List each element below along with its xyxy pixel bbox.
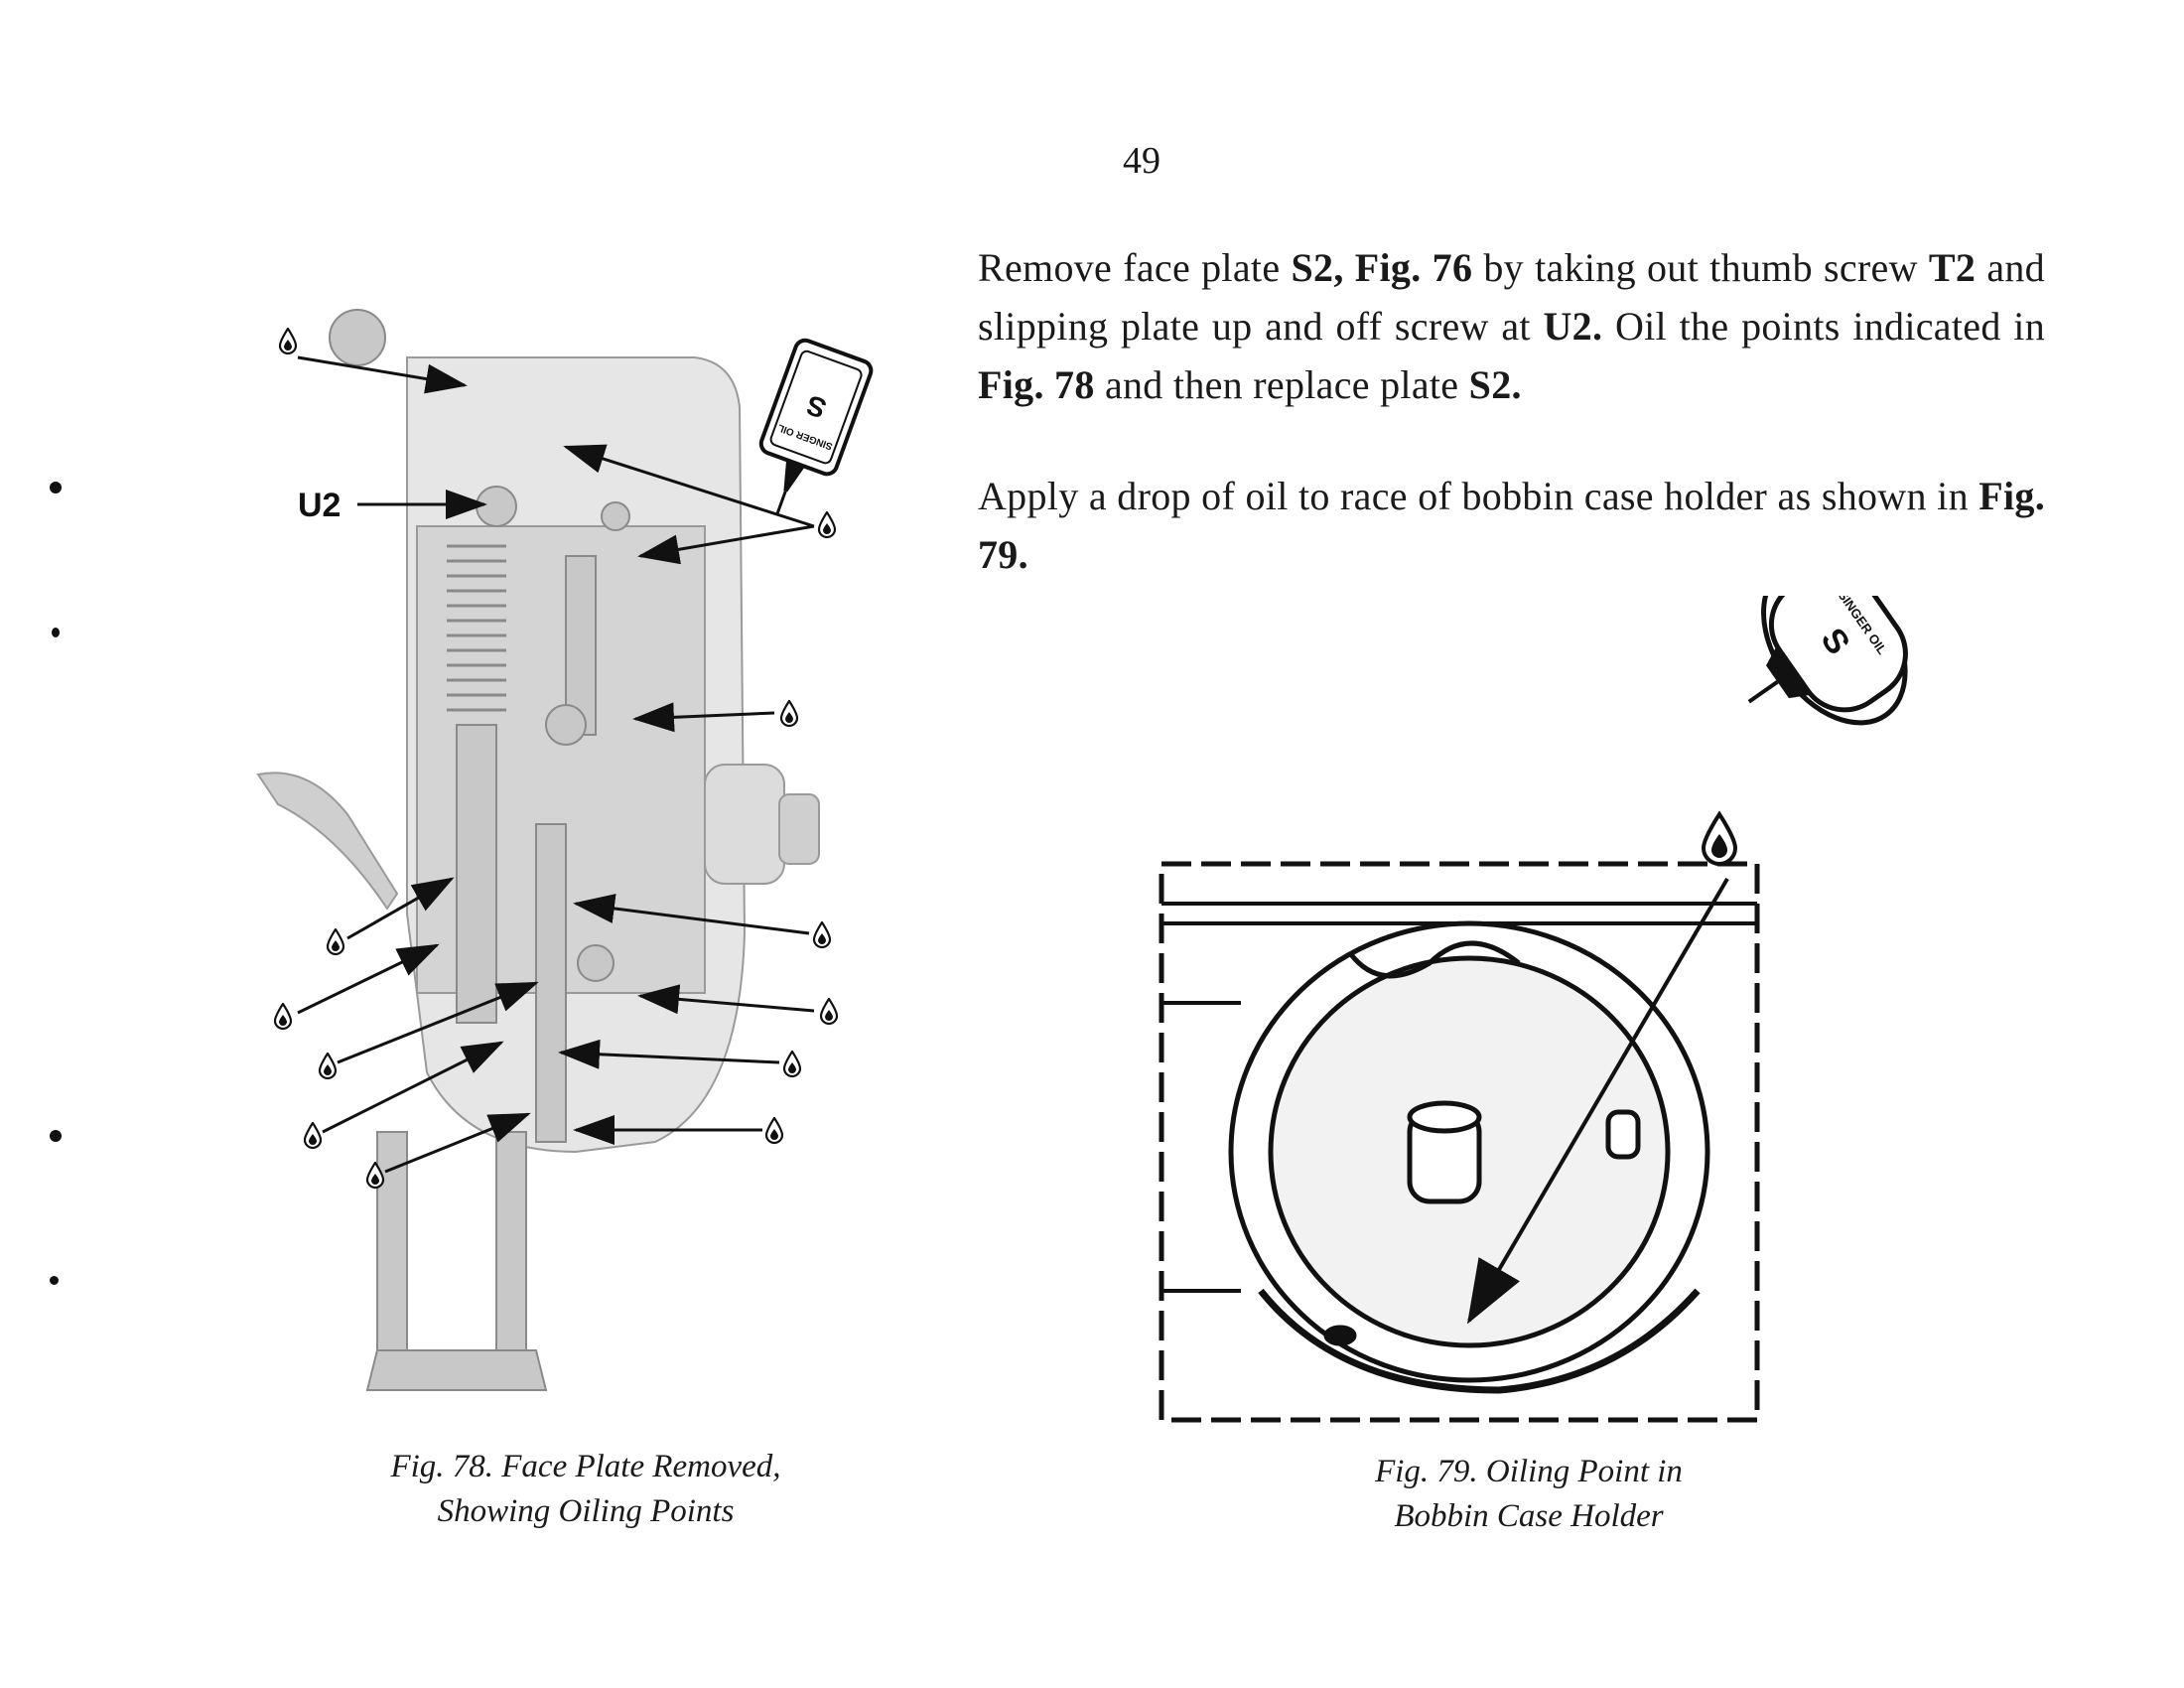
scan-mark xyxy=(52,628,60,637)
caption-line: Fig. 79. Oiling Point in xyxy=(1375,1454,1683,1489)
instruction-paragraph-2: Apply a drop of oil to race of bobbin ca… xyxy=(978,467,2045,584)
bold-reference: T2 xyxy=(1928,245,1977,290)
callout-label-u2: U2 xyxy=(298,487,341,524)
bobbin-case-holder xyxy=(1228,920,1710,1394)
figure-78-caption: Fig. 78. Face Plate Removed, Showing Oil… xyxy=(308,1445,864,1534)
arrow-icon xyxy=(346,877,455,940)
arrow-icon xyxy=(384,1112,531,1174)
figure-79-caption: Fig. 79. Oiling Point in Bobbin Case Hol… xyxy=(1271,1450,1787,1539)
bold-reference: S2, Fig. 76 xyxy=(1291,245,1473,290)
arrow-icon xyxy=(637,984,815,1015)
scan-mark xyxy=(50,1276,59,1285)
scan-mark xyxy=(50,482,62,493)
bold-reference: Fig. 79. xyxy=(978,474,2045,577)
text-run: Oil the points indicated in xyxy=(1602,304,2045,349)
caption-line: Showing Oiling Points xyxy=(437,1493,735,1529)
scan-mark xyxy=(50,1130,62,1142)
oil-drop-icon xyxy=(817,511,837,539)
needle-bar xyxy=(329,309,630,1391)
arrow-icon xyxy=(632,702,775,733)
oil-drop-icon xyxy=(278,328,298,355)
oiling-arrows xyxy=(297,355,815,1174)
arrow-icon xyxy=(1466,877,1729,1325)
arrow-icon xyxy=(637,524,815,565)
arrow-icon xyxy=(297,943,440,1015)
instruction-paragraph-1: Remove face plate S2, Fig. 76 by taking … xyxy=(978,238,2045,414)
text-run: and then replace plate xyxy=(1094,362,1469,407)
figure-79-bobbin-case-holder: S SINGER OIL xyxy=(1159,596,1908,1423)
text-run: Remove face plate xyxy=(978,245,1292,290)
arrow-icon xyxy=(563,444,815,528)
oil-drop-icon xyxy=(764,1117,784,1145)
arrow-icon xyxy=(573,894,810,935)
bold-reference: S2. xyxy=(1468,362,1522,407)
oil-drop-icon xyxy=(273,1003,293,1031)
text-run: by taking out thumb screw xyxy=(1472,245,1929,290)
tension-spring xyxy=(447,544,506,712)
caption-line: Fig. 78. Face Plate Removed, xyxy=(390,1449,781,1484)
text-run: Apply a drop of oil to race of bobbin ca… xyxy=(978,474,1979,518)
arrow-icon xyxy=(322,1041,504,1134)
arrow-icon xyxy=(337,981,539,1064)
oil-drop-icon xyxy=(779,700,799,728)
oil-can-icon: S SINGER OIL xyxy=(1747,596,1908,726)
caption-line: Bobbin Case Holder xyxy=(1394,1498,1664,1534)
oil-drop-icon xyxy=(812,921,832,949)
figure-78-face-plate-removed: U2 S SINGER OIL xyxy=(256,309,874,1391)
oil-drop-icon xyxy=(303,1122,323,1150)
oil-drop-icon xyxy=(326,928,345,956)
oil-drop-icon xyxy=(819,998,839,1026)
arrow-icon xyxy=(297,355,468,394)
bold-reference: Fig. 78 xyxy=(978,362,1095,407)
text-run: and slipping plate up and off screw at xyxy=(978,245,2045,349)
page-number: 49 xyxy=(1123,140,1160,182)
oil-drop-icon xyxy=(318,1053,338,1080)
oil-can-icon: S SINGER OIL xyxy=(758,338,874,515)
oil-drop-icon xyxy=(782,1051,802,1078)
bold-reference: U2. xyxy=(1543,304,1603,349)
arrow-icon xyxy=(558,1039,780,1069)
